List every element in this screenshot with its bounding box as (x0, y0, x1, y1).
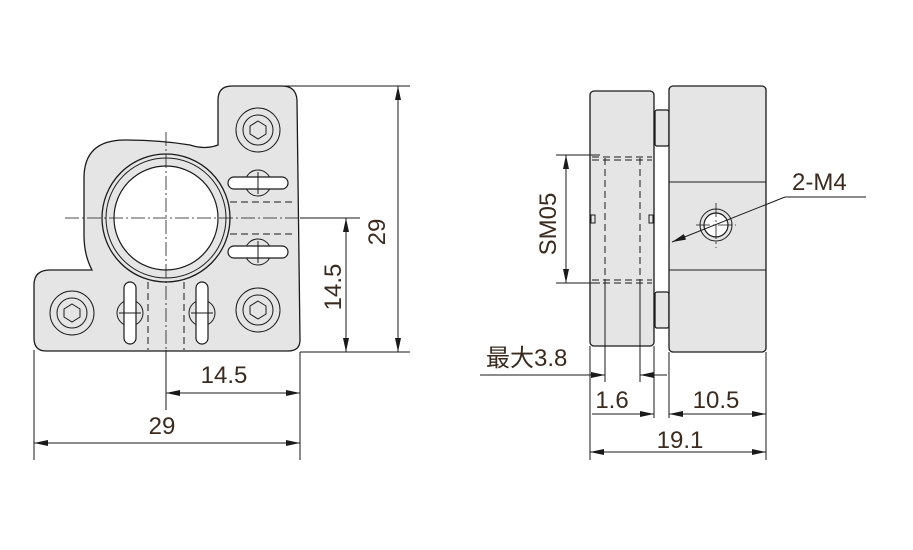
front-view: 29 14.5 14.5 29 (33, 85, 410, 460)
screw-head-top (654, 109, 670, 147)
screw-head-bottom (654, 291, 670, 329)
thread-label: SM05 (535, 193, 562, 256)
dim-width-total: 29 (149, 413, 176, 440)
screw-top-right (235, 107, 281, 153)
dim-width-center: 14.5 (201, 362, 248, 389)
dim-height-total: 29 (364, 219, 391, 246)
screw-bottom-left (49, 290, 95, 336)
dim-plate-thickness: 1.6 (595, 387, 628, 414)
dim-height-center: 14.5 (320, 264, 347, 311)
retaining-plate (589, 90, 655, 347)
slot-screws (116, 169, 289, 345)
max-label: 最大3.8 (486, 345, 567, 372)
dim-total-depth: 19.1 (657, 427, 704, 454)
dim-block-depth: 10.5 (693, 387, 740, 414)
tap-label: 2-M4 (792, 169, 847, 196)
side-view: SM05 2-M4 最大3.8 1.6 10.5 19.1 (480, 85, 866, 460)
screw-bottom-right (235, 287, 281, 333)
